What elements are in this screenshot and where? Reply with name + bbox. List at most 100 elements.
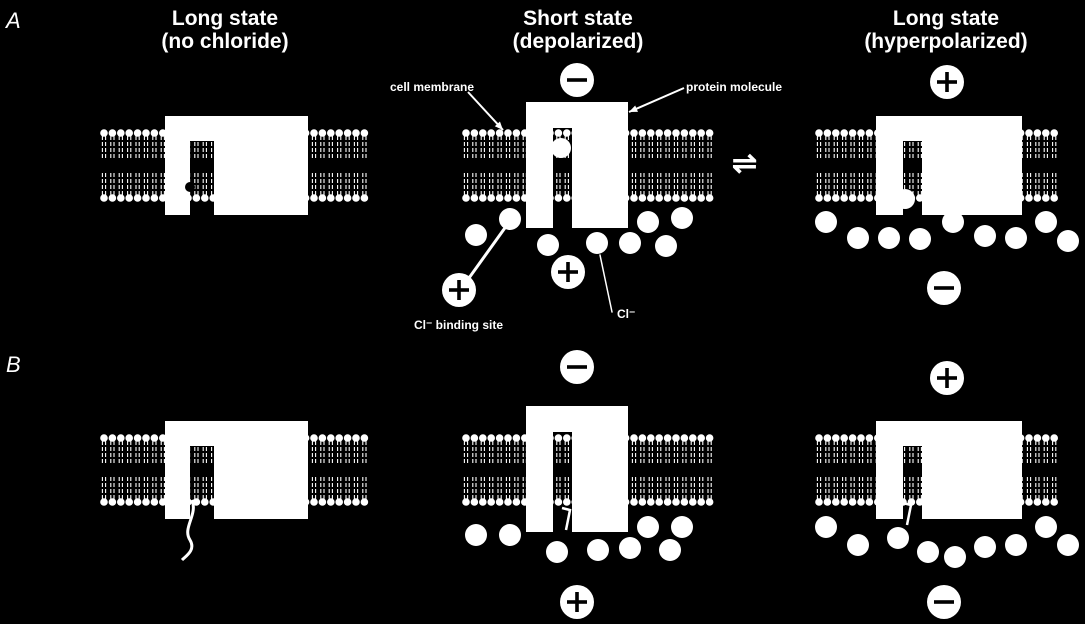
lipid-head — [100, 498, 108, 506]
lipid-tail — [110, 441, 115, 463]
chloride-ion — [1005, 227, 1027, 249]
lipid-head — [705, 434, 714, 442]
lipid-head — [150, 194, 159, 202]
lipid-head — [1042, 434, 1050, 442]
lipid-tail — [463, 136, 469, 158]
lipid-head — [150, 498, 159, 506]
lipid-head — [916, 194, 924, 202]
lipid-head — [343, 129, 352, 137]
lipid-tail — [101, 136, 107, 158]
lipid-tail — [1052, 136, 1057, 158]
lipid-head — [815, 498, 823, 506]
lipid-head — [1042, 194, 1050, 202]
lipid-head — [630, 434, 638, 442]
lipid-head — [697, 434, 705, 442]
lipid-tail — [514, 173, 519, 195]
lipid-head — [655, 194, 663, 202]
lipid-tail — [816, 441, 822, 463]
lipid-head — [487, 434, 496, 442]
lipid-head — [663, 434, 672, 442]
lipid-head — [815, 129, 823, 137]
lipid-head — [100, 194, 108, 202]
lipid-tail — [657, 173, 662, 195]
lipid-tail — [690, 173, 695, 195]
lipid-head — [479, 434, 487, 442]
lipid-tail — [328, 441, 333, 463]
lipid-tail — [1043, 173, 1048, 195]
lipid-tail — [194, 477, 199, 499]
lipid-head — [133, 129, 142, 137]
lipid-tail — [480, 136, 485, 158]
lipid-head — [647, 434, 655, 442]
lipid-tail — [858, 173, 864, 195]
lipid-head — [857, 434, 865, 442]
lipid-tail — [194, 173, 199, 195]
lipid-head — [848, 498, 857, 506]
lipid-tail — [665, 441, 670, 463]
lipid-head — [125, 129, 133, 137]
lipid-head — [563, 498, 571, 506]
lipid-head — [680, 129, 689, 137]
lipid-head — [663, 129, 672, 137]
lipid-head — [1050, 434, 1058, 442]
lipid-tail — [152, 441, 157, 463]
lipid-head — [479, 498, 487, 506]
lipid-head — [159, 498, 167, 506]
lipid-tail — [110, 477, 115, 499]
label-cell-membrane: cell membrane — [390, 80, 475, 94]
lipid-head — [554, 129, 563, 137]
lipid-tail — [497, 477, 502, 499]
lipid-head — [1025, 498, 1033, 506]
lipid-head — [487, 129, 496, 137]
lipid-head — [512, 129, 521, 137]
lipid-head — [638, 129, 647, 137]
lipid-tail — [480, 441, 485, 463]
lipid-tail — [110, 136, 115, 158]
lipid-tail — [657, 136, 662, 158]
lipid-tail — [311, 136, 317, 158]
plus-charge-icon — [442, 273, 476, 307]
chloride-ion — [847, 534, 869, 556]
lipid-tail — [867, 136, 872, 158]
lipid-tail — [127, 173, 132, 195]
lipid-tail — [337, 441, 342, 463]
lipid-tail — [118, 173, 123, 195]
lipid-tail — [850, 136, 855, 158]
chloride-ion — [499, 208, 521, 230]
lipid-tail — [480, 173, 485, 195]
binding-site-pointer — [467, 223, 509, 280]
lipid-head — [310, 194, 318, 202]
lipid-tail — [311, 173, 317, 195]
lipid-head — [689, 194, 697, 202]
lipid-head — [563, 434, 571, 442]
lipid-tail — [1035, 173, 1040, 195]
lipid-head — [1033, 129, 1042, 137]
chloride-ion — [619, 537, 641, 559]
lipid-tail — [110, 173, 115, 195]
lipid-tail — [489, 173, 494, 195]
lipid-head — [672, 498, 680, 506]
lipid-head — [125, 194, 133, 202]
lipid-tail — [160, 136, 165, 158]
lipid-head — [840, 434, 848, 442]
lipid-tail — [101, 477, 107, 499]
minus-charge-icon — [560, 63, 594, 97]
charge-bar — [566, 262, 570, 282]
lipid-tail — [564, 173, 569, 195]
lipid-head — [504, 498, 512, 506]
lipid-head — [462, 434, 470, 442]
lipid-tail — [673, 173, 679, 195]
lipid-head — [360, 434, 369, 442]
protein-molecule-arrow — [628, 87, 685, 113]
lipid-head — [840, 498, 848, 506]
lipid-tail — [152, 173, 157, 195]
lipid-tail — [867, 477, 872, 499]
lipid-head — [655, 434, 663, 442]
chloride-ion — [887, 527, 909, 549]
lipid-tail — [118, 441, 123, 463]
chloride-ion — [917, 541, 939, 563]
lipid-head — [1025, 129, 1033, 137]
lipid-head — [865, 498, 874, 506]
lipid-tail — [909, 477, 914, 499]
